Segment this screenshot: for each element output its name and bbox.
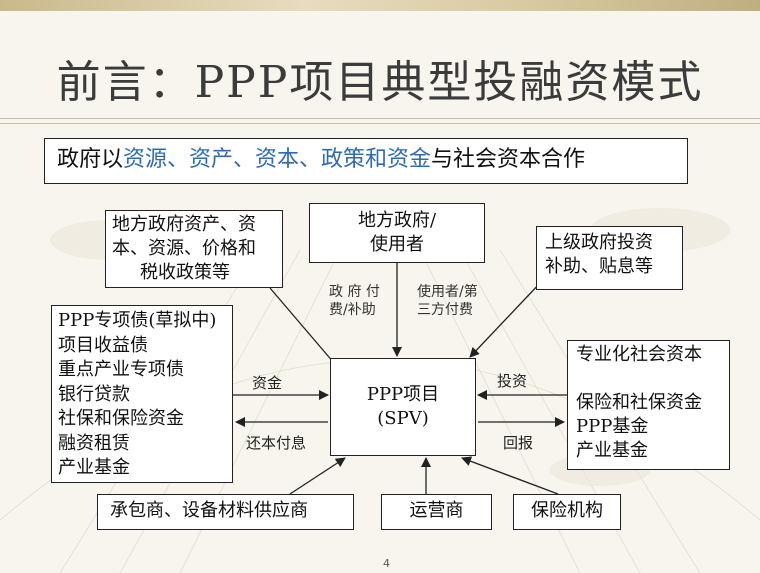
gov-pay-label: 政 府 付 费/补助 bbox=[329, 283, 380, 319]
gov-assets-box: 地方政府资产、资 本、资源、价格和 税收政策等 bbox=[105, 210, 283, 288]
upper-gov-line-2: 补助、贴息等 bbox=[545, 256, 653, 277]
gov-pay-line-2: 费/补助 bbox=[329, 302, 376, 318]
user-pay-line-1: 使用者/第 bbox=[417, 284, 478, 300]
financing-item: 产业基金 bbox=[58, 457, 130, 478]
return-label: 回报 bbox=[503, 434, 534, 452]
financing-item: 重点产业专项债 bbox=[58, 359, 184, 380]
social-capital-spacer bbox=[576, 367, 721, 391]
financing-item: 项目收益债 bbox=[58, 334, 148, 356]
invest-label: 投资 bbox=[497, 372, 528, 390]
upper-gov-box: 上级政府投资 补助、贴息等 bbox=[536, 226, 683, 290]
insurance-box: 保险机构 bbox=[513, 494, 621, 530]
banner-prefix: 政府以 bbox=[57, 147, 124, 172]
local-gov-line-1: 地方政府/ bbox=[357, 210, 437, 231]
social-capital-item: 保险和社保资金 bbox=[576, 392, 702, 413]
social-capital-box: 专业化社会资本 保险和社保资金 PPP基金 产业基金 bbox=[567, 340, 730, 470]
user-pay-label: 使用者/第 三方付费 bbox=[417, 283, 478, 319]
financing-item: 银行贷款 bbox=[58, 383, 130, 405]
social-capital-item: 产业基金 bbox=[576, 440, 648, 461]
arrow-insurance-to-spv bbox=[461, 456, 559, 495]
user-pay-line-2: 三方付费 bbox=[417, 302, 473, 318]
arrow-upper-gov-to-spv bbox=[469, 280, 543, 358]
arrow-gov-assets-to-spv bbox=[269, 287, 341, 371]
social-capital-item: 专业化社会资本 bbox=[576, 344, 702, 365]
title-divider-top bbox=[0, 118, 760, 119]
banner-highlight: 资源、资产、资本、政策和资金 bbox=[123, 147, 432, 172]
financing-item: PPP专项债(草拟中) bbox=[58, 310, 217, 331]
gov-assets-line-3: 税收政策等 bbox=[140, 262, 230, 283]
spv-line-1: PPP项目 bbox=[366, 384, 440, 405]
title-divider-bottom bbox=[0, 123, 760, 124]
local-gov-line-2: 使用者 bbox=[370, 234, 424, 255]
gov-assets-line-1: 地方政府资产、资 bbox=[112, 214, 256, 235]
financing-sources-box: PPP专项债(草拟中) 项目收益债 重点产业专项债 银行贷款 社保和保险资金 融… bbox=[51, 305, 233, 483]
arrow-contractor-to-spv bbox=[289, 457, 346, 495]
operator-box: 运营商 bbox=[381, 494, 492, 530]
spv-line-2: (SPV) bbox=[377, 408, 429, 429]
financing-item: 融资租赁 bbox=[58, 432, 130, 454]
page-title: 前言：PPP项目典型投融资模式 bbox=[56, 57, 704, 108]
top-decorative-bar bbox=[0, 0, 760, 11]
repay-label: 还本付息 bbox=[246, 434, 307, 452]
financing-item: 社保和保险资金 bbox=[58, 408, 184, 429]
upper-gov-line-1: 上级政府投资 bbox=[545, 232, 653, 253]
social-capital-item: PPP基金 bbox=[576, 416, 649, 437]
gov-assets-line-2: 本、资源、价格和 bbox=[112, 238, 256, 259]
banner-suffix: 与社会资本合作 bbox=[431, 147, 586, 172]
ppp-spv-box: PPP项目 (SPV) bbox=[330, 358, 476, 456]
cooperation-banner: 政府以资源、资产、资本、政策和资金与社会资本合作 bbox=[44, 138, 688, 184]
funds-label: 资金 bbox=[252, 374, 283, 392]
page-number: 4 bbox=[383, 557, 390, 570]
gov-pay-line-1: 政 府 付 bbox=[329, 284, 380, 300]
contractor-box: 承包商、设备材料供应商 bbox=[97, 494, 354, 530]
local-gov-box: 地方政府/ 使用者 bbox=[309, 203, 485, 263]
